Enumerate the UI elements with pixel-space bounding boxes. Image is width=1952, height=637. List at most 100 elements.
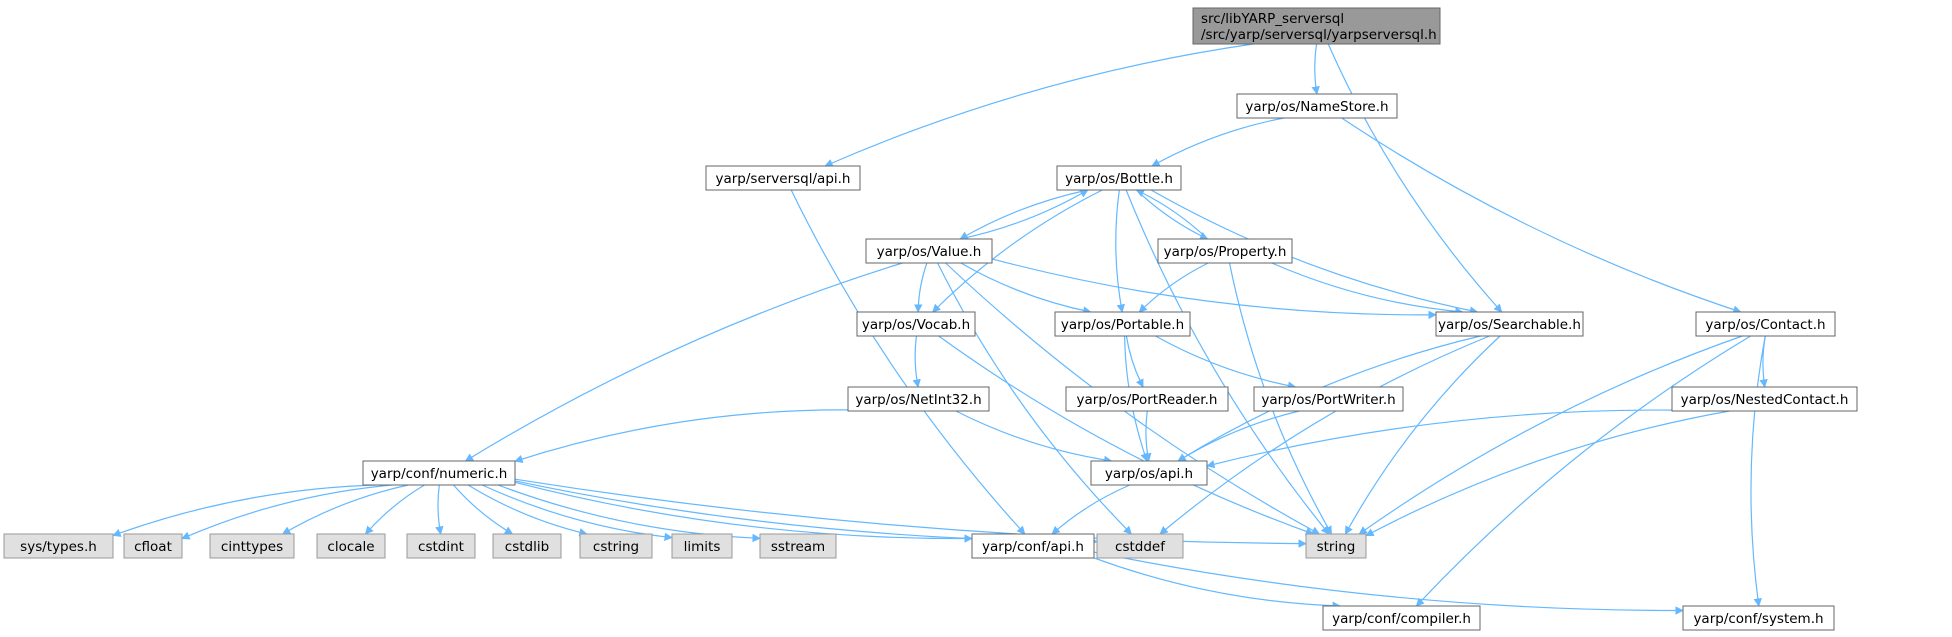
node-root: src/libYARP_serversql/src/yarp/serversql… xyxy=(1192,7,1441,45)
edge-line xyxy=(514,409,849,463)
edge-vocab-to-netInt32 xyxy=(912,335,921,388)
edge-bottle-to-string xyxy=(1125,189,1330,535)
edge-line xyxy=(1177,410,1300,462)
node-box xyxy=(1671,386,1858,412)
edge-root-to-searchable xyxy=(1327,43,1503,313)
edge-line xyxy=(1358,335,1743,535)
edge-line xyxy=(960,189,1089,240)
node-osApi[interactable]: yarp/os/api.h xyxy=(1090,460,1208,486)
edge-line xyxy=(991,258,1437,320)
edge-nameStore-to-bottle xyxy=(1151,117,1285,167)
node-bottle[interactable]: yarp/os/Bottle.h xyxy=(1056,165,1182,191)
node-label: yarp/os/Bottle.h xyxy=(1065,171,1173,187)
node-box xyxy=(971,533,1095,559)
node-label: yarp/os/NetInt32.h xyxy=(855,392,981,408)
edge-contact-to-compiler xyxy=(1415,335,1751,607)
edge-netInt32-to-osApi xyxy=(955,410,1113,465)
node-box xyxy=(856,311,976,337)
node-box xyxy=(3,533,114,559)
node-value[interactable]: yarp/os/Value.h xyxy=(865,238,993,264)
node-system[interactable]: yarp/conf/system.h xyxy=(1682,605,1835,631)
edge-property-to-bottle xyxy=(1135,189,1209,240)
node-portReader[interactable]: yarp/os/PortReader.h xyxy=(1065,386,1229,412)
node-label: limits xyxy=(684,539,721,555)
node-contact[interactable]: yarp/os/Contact.h xyxy=(1695,311,1836,337)
node-cstring: cstring xyxy=(579,533,653,559)
edge-line xyxy=(960,262,1092,315)
edge-portReader-to-osApi xyxy=(1143,410,1152,462)
node-label: yarp/os/api.h xyxy=(1105,466,1193,482)
node-label: yarp/os/NestedContact.h xyxy=(1681,392,1849,408)
edge-line xyxy=(1051,484,1131,535)
node-box xyxy=(1192,7,1441,45)
node-box xyxy=(492,533,562,559)
edge-line xyxy=(1344,335,1501,535)
node-nameStore[interactable]: yarp/os/NameStore.h xyxy=(1236,93,1398,119)
node-box xyxy=(705,165,861,191)
edge-root-to-serversqlApi xyxy=(824,43,1254,167)
node-label: clocale xyxy=(327,539,374,555)
edge-line xyxy=(914,262,928,313)
node-box xyxy=(671,533,733,559)
node-searchable[interactable]: yarp/os/Searchable.h xyxy=(1435,311,1584,337)
node-label: yarp/conf/numeric.h xyxy=(371,466,508,482)
node-netInt32[interactable]: yarp/os/NetInt32.h xyxy=(847,386,990,412)
edge-confApi-to-system xyxy=(1093,551,1684,615)
node-numeric[interactable]: yarp/conf/numeric.h xyxy=(362,460,516,486)
edge-serversqlApi-to-confApi xyxy=(790,189,1026,535)
edge-portable-to-portWriter xyxy=(1155,335,1297,390)
node-nestedContact[interactable]: yarp/os/NestedContact.h xyxy=(1671,386,1858,412)
node-label: src/libYARP_serversql xyxy=(1201,11,1344,27)
edge-nestedContact-to-osApi xyxy=(1206,409,1673,469)
node-label: yarp/os/NameStore.h xyxy=(1245,99,1388,115)
node-portable[interactable]: yarp/os/Portable.h xyxy=(1054,311,1191,337)
node-box xyxy=(579,533,653,559)
edge-property-to-searchable xyxy=(1271,262,1464,316)
edge-line xyxy=(1125,189,1330,535)
edge-line xyxy=(1125,335,1144,388)
edge-contact-to-string xyxy=(1358,335,1743,535)
edge-line xyxy=(790,189,1026,535)
edge-line xyxy=(932,189,1103,313)
node-box xyxy=(1305,533,1367,559)
edge-value-to-searchable xyxy=(991,258,1437,320)
edge-line xyxy=(955,410,1113,465)
node-label: cfloat xyxy=(134,539,172,555)
edge-line xyxy=(1311,43,1320,95)
node-label: yarp/os/PortWriter.h xyxy=(1261,392,1395,408)
node-compiler[interactable]: yarp/conf/compiler.h xyxy=(1322,605,1481,631)
node-box xyxy=(1096,533,1184,559)
edge-numeric-to-cinttypes xyxy=(281,484,409,535)
edge-line xyxy=(112,484,377,537)
edge-value-to-bottle xyxy=(960,189,1089,240)
edge-contact-to-system xyxy=(1750,335,1766,607)
node-label: cstddef xyxy=(1115,539,1166,555)
edge-line xyxy=(467,484,588,537)
edge-portable-to-portReader xyxy=(1125,335,1144,388)
node-vocab[interactable]: yarp/os/Vocab.h xyxy=(856,311,976,337)
node-box xyxy=(123,533,183,559)
node-box xyxy=(1065,386,1229,412)
node-label: yarp/os/PortReader.h xyxy=(1077,392,1218,408)
node-limits: limits xyxy=(671,533,733,559)
node-confApi[interactable]: yarp/conf/api.h xyxy=(971,533,1095,559)
edge-line xyxy=(1750,335,1766,607)
node-label: string xyxy=(1317,539,1356,555)
node-label: cinttypes xyxy=(221,539,283,555)
node-label: yarp/os/Property.h xyxy=(1164,244,1287,260)
node-label: yarp/os/Portable.h xyxy=(1061,317,1184,333)
node-serversqlApi[interactable]: yarp/serversql/api.h xyxy=(705,165,861,191)
node-label: yarp/os/Vocab.h xyxy=(862,317,970,333)
edge-value-to-vocab xyxy=(914,262,928,313)
edge-value-to-cstddef xyxy=(937,262,1132,535)
node-label: sstream xyxy=(771,539,825,555)
node-portWriter[interactable]: yarp/os/PortWriter.h xyxy=(1253,386,1404,412)
edge-line xyxy=(1093,557,1341,610)
edge-value-to-portable xyxy=(960,262,1092,315)
edge-line xyxy=(281,484,409,535)
edge-line xyxy=(464,262,903,462)
node-box xyxy=(1322,605,1481,631)
node-property[interactable]: yarp/os/Property.h xyxy=(1157,238,1293,264)
node-string: string xyxy=(1305,533,1367,559)
